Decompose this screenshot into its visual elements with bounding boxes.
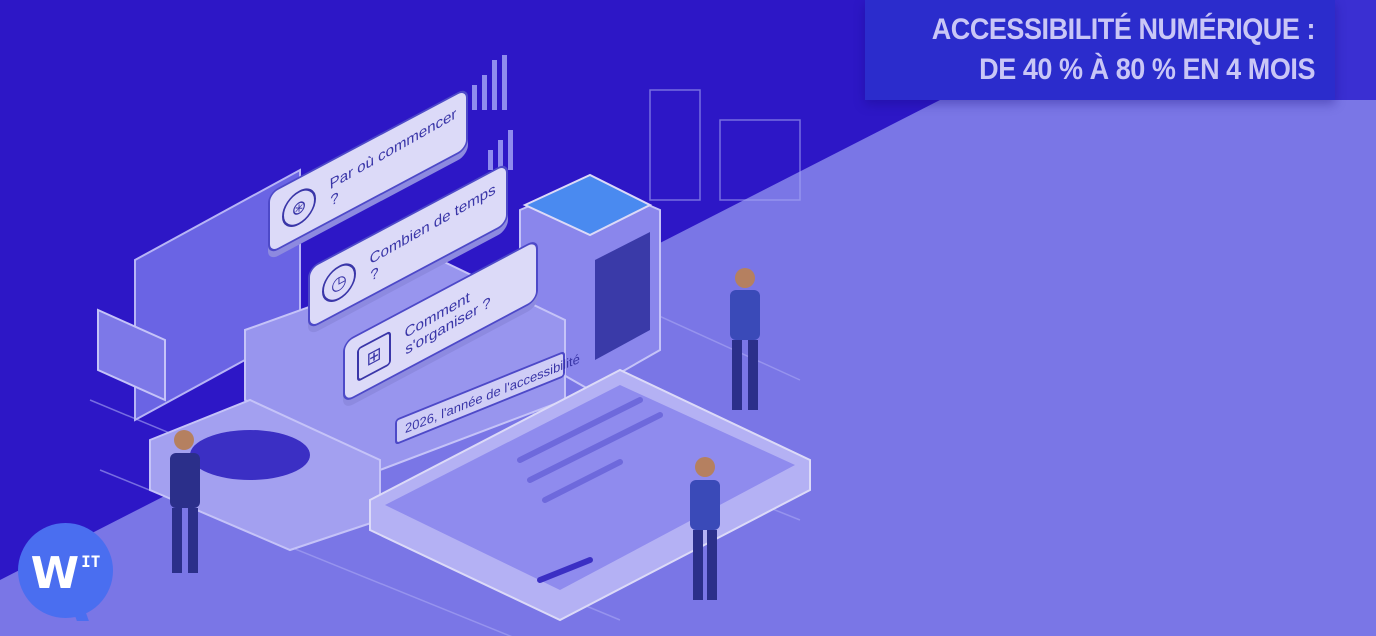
wit-logo: W IT <box>18 523 113 618</box>
logo-letter: W <box>30 548 80 599</box>
stopwatch-icon: ◷ <box>322 256 356 309</box>
headline-box: ACCESSIBILITÉ NUMÉRIQUE : DE 40 % À 80 %… <box>865 0 1335 100</box>
compass-icon: ⊛ <box>282 181 316 234</box>
people <box>170 268 760 600</box>
headline-line-1: ACCESSIBILITÉ NUMÉRIQUE : <box>931 13 1316 46</box>
logo-superscript: IT <box>81 552 101 571</box>
org-chart-icon: ⊞ <box>357 330 391 383</box>
headline-line-2: DE 40 % À 80 % EN 4 MOIS <box>979 53 1315 86</box>
